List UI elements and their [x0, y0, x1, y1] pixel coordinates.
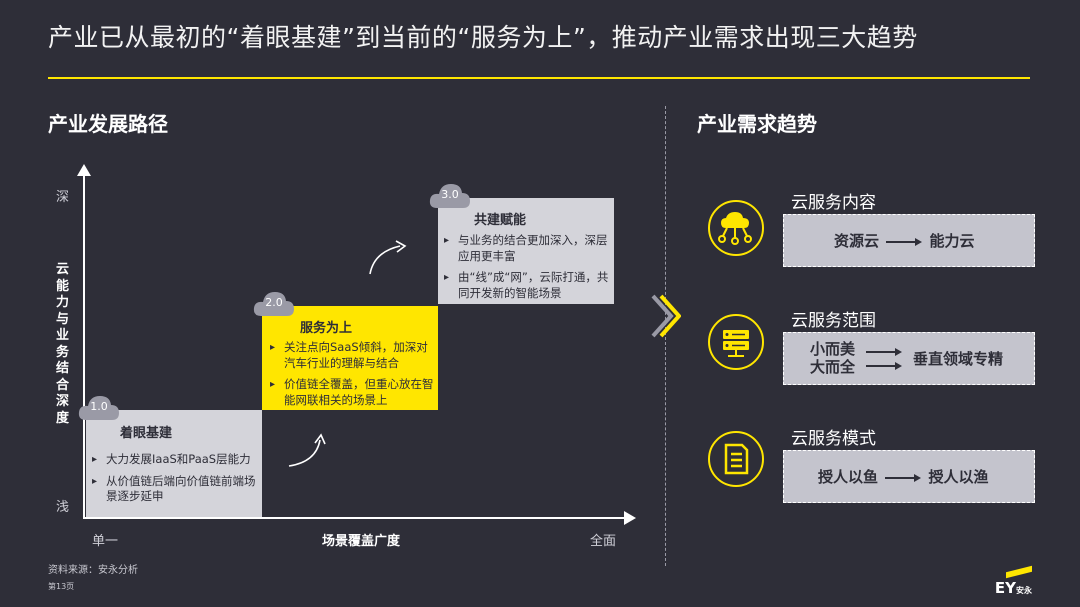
arrow-right-icon [866, 348, 902, 370]
page-title: 产业已从最初的“着眼基建”到当前的“服务为上”，推动产业需求出现三大趋势 [48, 23, 918, 52]
source-note: 资料来源：安永分析 [48, 565, 138, 576]
logo-mark [1006, 565, 1032, 579]
stage-version: 2.0 [265, 296, 283, 309]
y-axis-top-label: 深 [56, 190, 70, 205]
trends-heading: 产业需求趋势 [697, 112, 817, 136]
stage-box-2: 服务为上 关注点向SaaS倾斜，加深对汽车行业的理解与结合 价值链全覆盖，但重心… [262, 306, 438, 410]
trend-to: 授人以渔 [928, 468, 989, 486]
y-axis-title: 云能力与业务结合深度 [56, 262, 70, 426]
x-axis-right-label: 全面 [590, 534, 617, 549]
cloud-icon: 2.0 [253, 288, 295, 316]
stage-bullets: 关注点向SaaS倾斜，加深对汽车行业的理解与结合 价值链全覆盖，但重心放在智能网… [270, 340, 436, 414]
trend-box: 小而美 大而全 垂直领域专精 [783, 332, 1035, 385]
stage-box-1: 着眼基建 大力发展IaaS和PaaS层能力 从价值链后端向价值链前端场景逐步延申 [86, 410, 262, 517]
trend-from: 资源云 [834, 232, 880, 250]
stage-box-3: 共建赋能 与业务的结合更加深入，深层应用更丰富 由“线”成“网”，云际打通，共同… [438, 198, 614, 304]
trend-to: 能力云 [929, 232, 975, 250]
x-axis-arrow [624, 511, 636, 525]
stage-version: 1.0 [90, 400, 108, 413]
stage-title: 共建赋能 [474, 213, 527, 228]
logo-text: EY [994, 579, 1016, 597]
section-divider [665, 106, 666, 566]
logo: EY安永 [995, 579, 1032, 597]
x-axis-line [83, 517, 628, 519]
y-axis-bottom-label: 浅 [56, 500, 70, 515]
progress-arrow-icon [288, 433, 326, 467]
trend-box: 资源云 能力云 [783, 214, 1035, 267]
path-heading: 产业发展路径 [48, 112, 168, 136]
trend-from-line: 小而美 [810, 340, 856, 358]
trend-box: 授人以鱼 授人以渔 [783, 450, 1035, 503]
stage-title: 服务为上 [300, 321, 353, 336]
trend-from-line: 大而全 [810, 358, 856, 376]
y-axis-arrow [77, 164, 91, 176]
title-underline [48, 77, 1030, 79]
page-number: 第13页 [48, 582, 75, 591]
trend-from: 授人以鱼 [818, 468, 879, 486]
chevron-right-icon [651, 294, 681, 338]
stage-bullet: 价值链全覆盖，但重心放在智能网联相关的场景上 [270, 377, 436, 408]
trend-title: 云服务范围 [791, 311, 876, 331]
stage-title: 着眼基建 [120, 426, 173, 441]
stage-version: 3.0 [441, 188, 459, 201]
document-list-icon [708, 431, 764, 487]
stage-bullet: 与业务的结合更加深入，深层应用更丰富 [444, 233, 612, 264]
y-axis-line [83, 172, 85, 518]
cloud-icon: 3.0 [429, 180, 471, 208]
server-icon [708, 314, 764, 370]
cloud-icon: 1.0 [78, 392, 120, 420]
progress-arrow-icon [369, 240, 407, 275]
trend-title: 云服务模式 [791, 429, 876, 449]
trend-to: 垂直领域专精 [913, 350, 1004, 368]
arrow-right-icon [885, 473, 922, 482]
stage-bullet: 大力发展IaaS和PaaS层能力 [92, 452, 260, 468]
x-axis-title: 场景覆盖广度 [322, 534, 401, 549]
cloud-network-icon [708, 200, 764, 256]
logo-subtext: 安永 [1016, 586, 1032, 595]
trend-title: 云服务内容 [791, 193, 876, 213]
arrow-right-icon [886, 237, 923, 246]
stage-bullet: 从价值链后端向价值链前端场景逐步延申 [92, 474, 260, 505]
stage-bullets: 大力发展IaaS和PaaS层能力 从价值链后端向价值链前端场景逐步延申 [92, 452, 260, 511]
stage-bullet: 关注点向SaaS倾斜，加深对汽车行业的理解与结合 [270, 340, 436, 371]
x-axis-left-label: 单一 [92, 534, 119, 549]
stage-bullets: 与业务的结合更加深入，深层应用更丰富 由“线”成“网”，云际打通，共同开发新的智… [444, 233, 612, 307]
stage-bullet: 由“线”成“网”，云际打通，共同开发新的智能场景 [444, 270, 612, 301]
